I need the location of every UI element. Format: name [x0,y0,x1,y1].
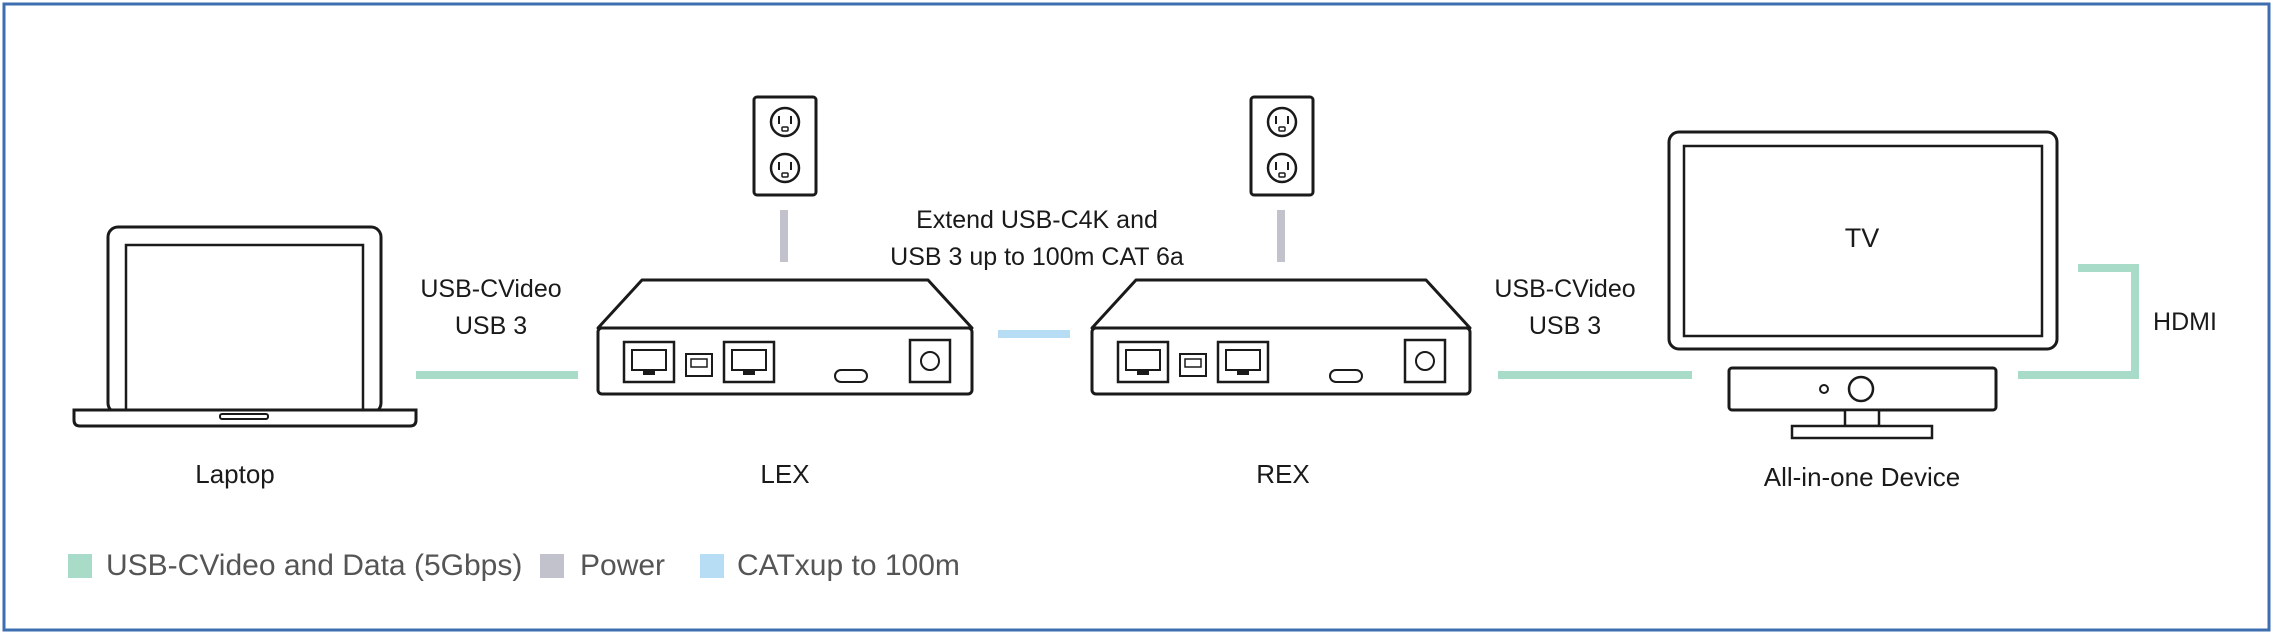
center-link-label-line2: USB 3 up to 100m CAT 6a [890,243,1184,271]
rex-label: REX [1256,459,1309,489]
usb-link-left [416,371,578,379]
lex-label: LEX [760,459,809,489]
right-link-label-line2: USB 3 [1529,312,1601,340]
laptop-label: Laptop [195,459,275,489]
all-in-one-device-label: All-in-one Device [1764,462,1961,492]
cat-link [998,330,1070,338]
all-in-one-device-icon [1727,366,1998,440]
lex-extender-icon [596,278,974,396]
legend: USB-CVideo and Data (5Gbps) Power CATxup… [68,549,960,582]
legend-label-usb: USB-CVideo and Data (5Gbps) [106,549,522,582]
left-link-label-line2: USB 3 [455,312,527,340]
power-link-rex [1277,210,1285,262]
legend-label-power: Power [580,549,665,582]
laptop-icon [72,225,418,428]
rex-extender-icon [1090,278,1472,396]
legend-label-cat: CATxup to 100m [737,549,960,582]
center-link-label-line1: Extend USB-C4K and [916,206,1158,234]
left-link-label-line1: USB-CVideo [420,275,561,303]
legend-swatch-usb [68,554,92,578]
tv-label: TV [1845,223,1880,253]
hdmi-label: HDMI [2153,308,2217,336]
legend-swatch-cat [700,554,724,578]
right-link-label-line1: USB-CVideo [1494,275,1635,303]
hdmi-link [2018,264,2139,379]
power-outlet-rex-icon [1249,95,1315,197]
usb-link-right [1498,371,1692,379]
power-link-lex [780,210,788,262]
power-outlet-lex-icon [752,95,818,197]
tv-icon [1667,130,2059,351]
legend-swatch-power [540,554,564,578]
